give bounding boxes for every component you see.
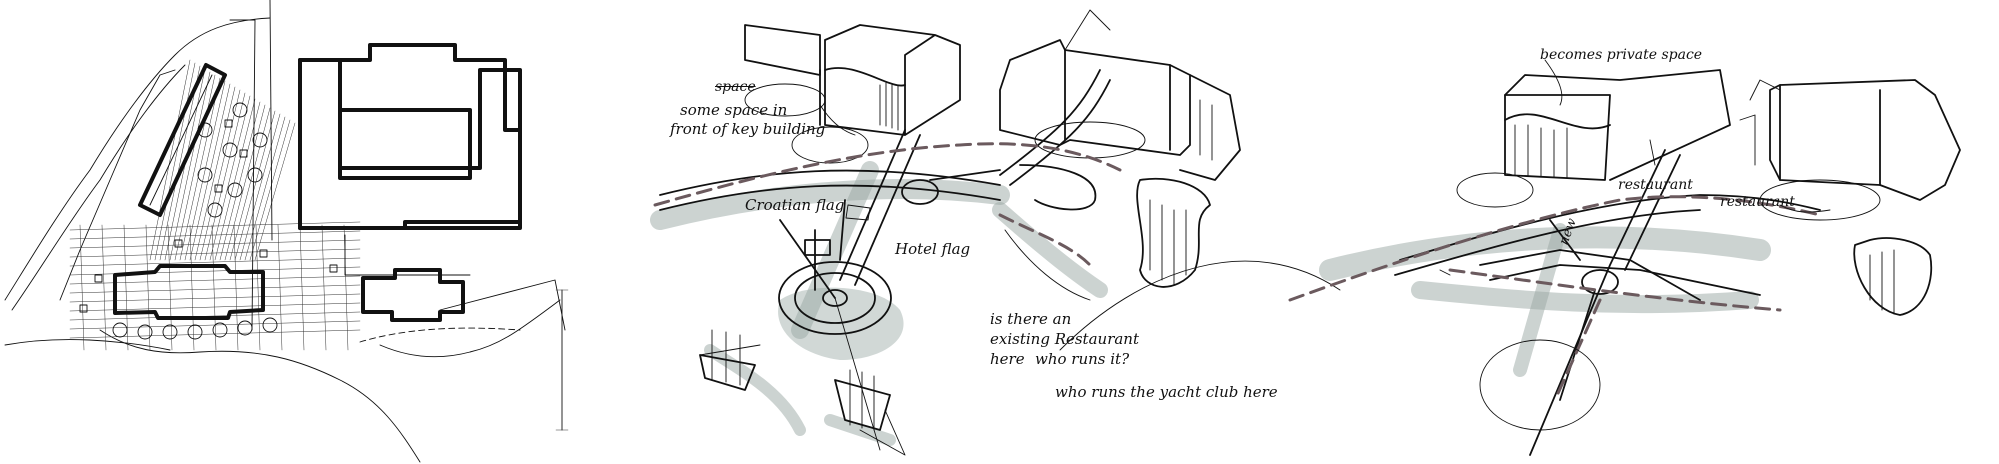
yacht-club-label: who runs the yacht club here [1055, 383, 1278, 401]
hotel-flag-label: Hotel flag [895, 240, 971, 258]
front-space-line-1: some space in [680, 101, 788, 119]
site-plan-drawing [4, 0, 569, 463]
restaurant-question-line-2: existing Restaurant [990, 330, 1139, 348]
sailboat-icons [699, 329, 906, 456]
croatian-flag-icon [804, 229, 831, 291]
pavilion-markers [79, 119, 338, 313]
struck-annotation: space [715, 79, 756, 95]
restaurant-label-b: restaurant [1720, 194, 1795, 210]
front-space-line-2: front of key building [670, 120, 826, 138]
lower-right-building [361, 268, 465, 322]
private-space-label: becomes private space [1540, 47, 1703, 63]
lower-building [113, 264, 265, 320]
croatian-flag-label: Croatian flag [745, 196, 845, 214]
who-runs-label: who runs it? [1035, 350, 1130, 368]
restaurant-label-a: restaurant [1618, 177, 1693, 193]
tree-markers [112, 102, 278, 340]
restaurant-question-line-3: here [990, 350, 1025, 368]
hotel-flag-icon [839, 199, 871, 261]
restaurant-question-line-1: is there an [990, 310, 1072, 328]
diagonal-building [138, 63, 227, 217]
